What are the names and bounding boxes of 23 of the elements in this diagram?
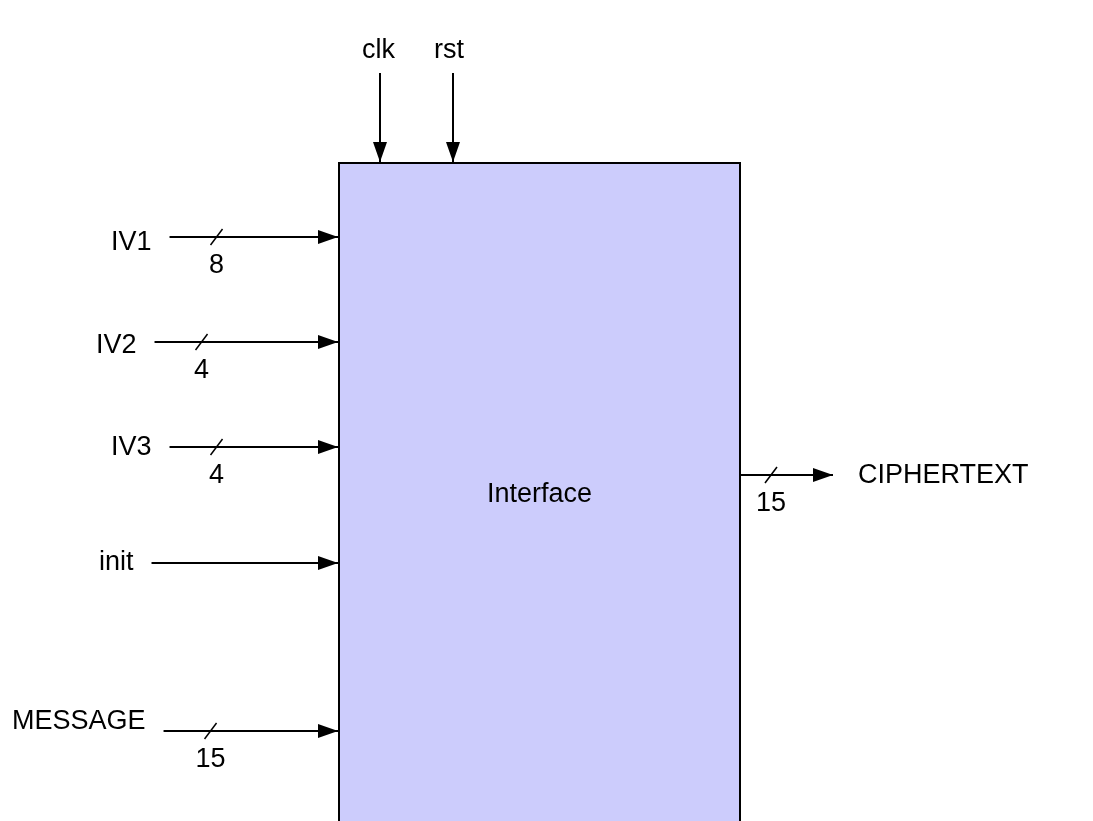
bus-arrow <box>153 333 339 351</box>
signal-arrow <box>373 72 387 163</box>
bus-width-label: 4 <box>194 356 210 383</box>
signal-label: IV3 <box>111 433 152 460</box>
signal-arrow <box>150 556 339 570</box>
bus-arrow <box>168 228 339 246</box>
bus-width-label: 15 <box>195 745 226 772</box>
signal-label: rst <box>434 36 464 63</box>
bus-arrow <box>168 438 339 456</box>
bus-width-label: 4 <box>209 461 225 488</box>
signal-arrow <box>446 72 460 163</box>
signal-label: IV2 <box>96 331 137 358</box>
bus-width-label: 15 <box>755 489 786 516</box>
signal-label: init <box>99 548 134 575</box>
signal-label: IV1 <box>111 228 152 255</box>
bus-width-label: 8 <box>209 251 225 278</box>
signal-label: CIPHERTEXT <box>858 461 1029 488</box>
bus-arrow <box>740 466 834 484</box>
signal-label: MESSAGE <box>12 707 146 734</box>
signal-label: clk <box>362 36 395 63</box>
block-box <box>338 162 741 821</box>
block-label: Interface <box>485 480 594 507</box>
bus-arrow <box>162 722 339 740</box>
